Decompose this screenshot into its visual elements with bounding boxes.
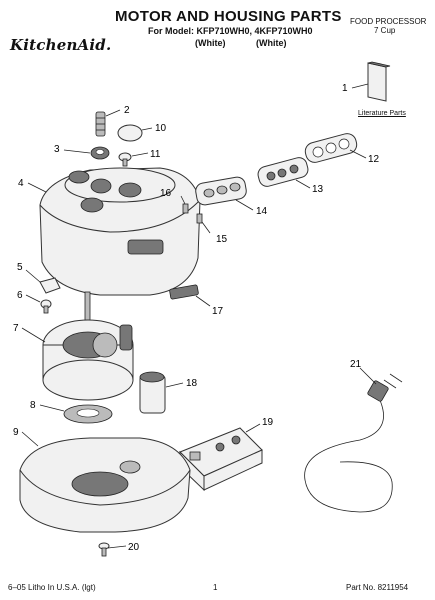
callout-3: 3 bbox=[54, 144, 60, 155]
callout-13: 13 bbox=[312, 184, 324, 195]
callout-17: 17 bbox=[212, 306, 224, 317]
callout-6: 6 bbox=[17, 290, 23, 301]
part-6-screw[interactable] bbox=[40, 299, 52, 314]
part-15-screw[interactable] bbox=[196, 213, 203, 224]
part-13-button-panel[interactable] bbox=[256, 156, 309, 188]
callout-14: 14 bbox=[256, 206, 268, 217]
part-17-switch[interactable] bbox=[169, 284, 199, 300]
part-4-housing[interactable] bbox=[39, 167, 201, 296]
color-label-1: (White) bbox=[195, 38, 226, 48]
footer-litho: 6–05 Litho In U.S.A. (lgt) bbox=[8, 583, 96, 592]
part-9-base[interactable] bbox=[19, 437, 191, 533]
part-3-seal[interactable] bbox=[90, 146, 110, 160]
part-7-motor[interactable] bbox=[42, 291, 134, 401]
footer-page-number: 1 bbox=[213, 583, 218, 592]
part-18-capacitor[interactable] bbox=[139, 371, 166, 414]
part-14-control-plate[interactable] bbox=[194, 176, 247, 206]
callout-1: 1 bbox=[342, 83, 348, 94]
literature-parts-label: Literature Parts bbox=[358, 110, 406, 117]
part-12-overlay[interactable] bbox=[303, 132, 358, 165]
part-19-circuit-board[interactable] bbox=[179, 427, 263, 492]
part-20-screw[interactable] bbox=[98, 542, 110, 557]
callout-11: 11 bbox=[150, 149, 161, 160]
callout-15: 15 bbox=[216, 234, 228, 245]
callout-18: 18 bbox=[186, 378, 198, 389]
product-type: FOOD PROCESSOR bbox=[350, 17, 427, 26]
part-10-cap[interactable] bbox=[117, 124, 143, 142]
footer-part-number: Part No. 8211954 bbox=[346, 583, 409, 592]
page-title: MOTOR AND HOUSING PARTS bbox=[115, 8, 342, 25]
callout-21: 21 bbox=[350, 359, 362, 370]
kitchenaid-logo: KitchenAid. bbox=[10, 36, 112, 54]
callout-4: 4 bbox=[18, 178, 24, 189]
color-label-2: (White) bbox=[256, 38, 287, 48]
callout-19: 19 bbox=[262, 417, 274, 428]
callout-16: 16 bbox=[160, 188, 172, 199]
callout-20: 20 bbox=[128, 542, 140, 553]
callout-9: 9 bbox=[13, 427, 19, 438]
part-8-gasket[interactable] bbox=[63, 404, 113, 424]
part-11-screw[interactable] bbox=[118, 152, 132, 167]
part-5-clip[interactable] bbox=[39, 277, 61, 294]
callout-2: 2 bbox=[124, 105, 130, 116]
callout-5: 5 bbox=[17, 262, 23, 273]
callout-8: 8 bbox=[30, 400, 36, 411]
callout-7: 7 bbox=[13, 323, 19, 334]
part-21-power-cord[interactable] bbox=[304, 373, 403, 513]
color-labels: (White) (White) bbox=[195, 38, 287, 48]
part-16-screw[interactable] bbox=[182, 203, 189, 214]
part-2-drive-shaft[interactable] bbox=[95, 111, 106, 137]
model-line: For Model: KFP710WH0, 4KFP710WH0 bbox=[148, 26, 313, 36]
part-1-literature[interactable] bbox=[367, 61, 391, 102]
callout-10: 10 bbox=[155, 123, 167, 134]
callout-12: 12 bbox=[368, 154, 380, 165]
product-size: 7 Cup bbox=[374, 26, 396, 35]
